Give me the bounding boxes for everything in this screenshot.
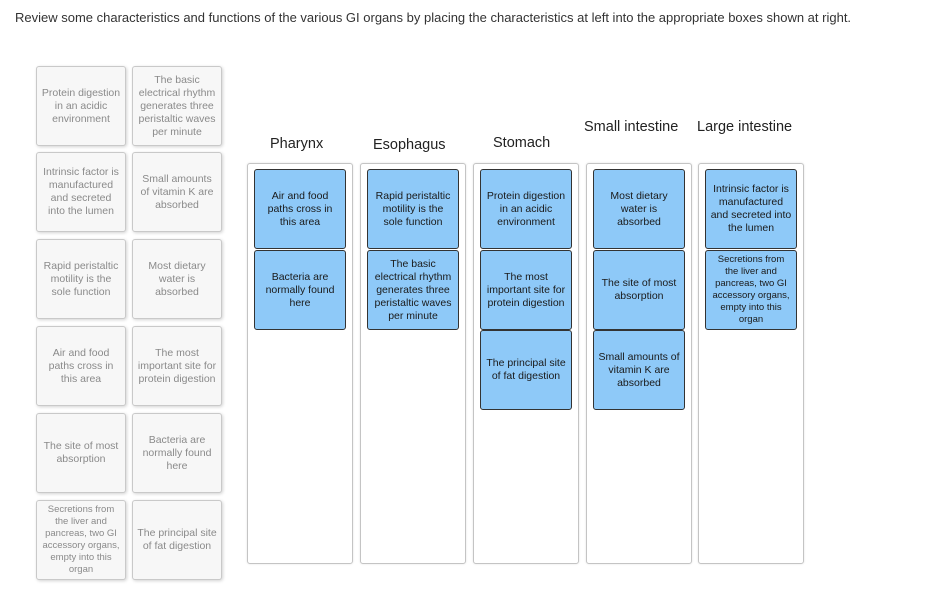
- column-heading-small-intestine: Small intestine: [584, 119, 679, 135]
- source-card[interactable]: The basic electrical rhythm generates th…: [132, 66, 222, 146]
- placed-card[interactable]: The most important site for protein dige…: [480, 250, 572, 330]
- source-card[interactable]: The principal site of fat digestion: [132, 500, 222, 580]
- placed-card[interactable]: Protein digestion in an acidic environme…: [480, 169, 572, 249]
- drop-column-pharynx[interactable]: Air and food paths cross in this area Ba…: [247, 163, 353, 564]
- source-card[interactable]: The site of most absorption: [36, 413, 126, 493]
- placed-card[interactable]: Rapid peristaltic motility is the sole f…: [367, 169, 459, 249]
- placed-card[interactable]: Intrinsic factor is manufactured and sec…: [705, 169, 797, 249]
- drop-column-large-intestine[interactable]: Intrinsic factor is manufactured and sec…: [698, 163, 804, 564]
- source-card[interactable]: Most dietary water is absorbed: [132, 239, 222, 319]
- source-card[interactable]: Protein digestion in an acidic environme…: [36, 66, 126, 146]
- column-heading-large-intestine: Large intestine: [697, 119, 793, 135]
- source-card[interactable]: The most important site for protein dige…: [132, 326, 222, 406]
- source-card[interactable]: Air and food paths cross in this area: [36, 326, 126, 406]
- source-card[interactable]: Intrinsic factor is manufactured and sec…: [36, 152, 126, 232]
- drop-column-esophagus[interactable]: Rapid peristaltic motility is the sole f…: [360, 163, 466, 564]
- instructions-text: Review some characteristics and function…: [15, 10, 852, 25]
- placed-card[interactable]: The site of most absorption: [593, 250, 685, 330]
- source-card[interactable]: Rapid peristaltic motility is the sole f…: [36, 239, 126, 319]
- placed-card[interactable]: Secretions from the liver and pancreas, …: [705, 250, 797, 330]
- placed-card[interactable]: The basic electrical rhythm generates th…: [367, 250, 459, 330]
- drop-column-stomach[interactable]: Protein digestion in an acidic environme…: [473, 163, 579, 564]
- source-card[interactable]: Secretions from the liver and pancreas, …: [36, 500, 126, 580]
- placed-card[interactable]: Small amounts of vitamin K are absorbed: [593, 330, 685, 410]
- placed-card[interactable]: Air and food paths cross in this area: [254, 169, 346, 249]
- source-card[interactable]: Bacteria are normally found here: [132, 413, 222, 493]
- column-heading-esophagus: Esophagus: [373, 137, 446, 153]
- source-card[interactable]: Small amounts of vitamin K are absorbed: [132, 152, 222, 232]
- placed-card[interactable]: Bacteria are normally found here: [254, 250, 346, 330]
- column-heading-stomach: Stomach: [493, 135, 551, 151]
- drop-column-small-intestine[interactable]: Most dietary water is absorbed The site …: [586, 163, 692, 564]
- column-heading-pharynx: Pharynx: [270, 136, 324, 152]
- placed-card[interactable]: Most dietary water is absorbed: [593, 169, 685, 249]
- placed-card[interactable]: The principal site of fat digestion: [480, 330, 572, 410]
